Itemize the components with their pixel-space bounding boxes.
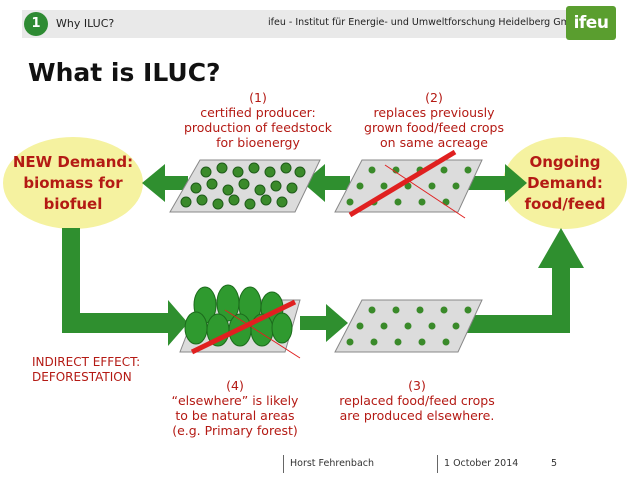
step-3-line-1: replaced food/feed crops <box>339 393 495 408</box>
indirect-effect-line-1: INDIRECT EFFECT: <box>32 355 141 369</box>
step-1-line-3: for bioenergy <box>216 135 300 150</box>
section-title: Why ILUC? <box>56 17 115 30</box>
institute-name: ifeu - Institut für Energie- und Umweltf… <box>268 17 584 28</box>
step-2-line-3: on same acreage <box>380 135 488 150</box>
cross-out-forest <box>190 299 297 355</box>
new-demand-line-3: biofuel <box>43 195 103 213</box>
ifeu-logo <box>566 6 616 40</box>
step-1-line-2: production of feedstock <box>183 120 332 135</box>
new-demand-line-2: biomass for <box>23 174 123 192</box>
footer-page-number: 5 <box>551 458 558 469</box>
slide-number-badge: 1 <box>24 12 48 36</box>
thin-cross-line-forest <box>224 309 301 359</box>
step-4-line-3: (e.g. Primary forest) <box>172 423 298 438</box>
footer-divider-2 <box>437 455 438 473</box>
step-1-number: (1) <box>249 90 267 105</box>
step-4-line-2: to be natural areas <box>175 408 295 423</box>
new-demand-line-1: NEW Demand: <box>12 153 134 171</box>
step-4-number: (4) <box>226 378 244 393</box>
arrow-new-demand-to-forest <box>62 228 188 346</box>
step-1-label: (1) certified producer: production of fe… <box>168 90 348 150</box>
page-title: What is ILUC? <box>28 58 221 87</box>
forest-trees <box>184 284 293 347</box>
step-4-label: (4) “elsewhere” is likely to be natural … <box>160 378 310 438</box>
ongoing-demand-label: Ongoing Demand: food/feed <box>503 152 627 215</box>
step-3-number: (3) <box>408 378 426 393</box>
step-2-line-2: grown food/feed crops <box>364 120 504 135</box>
ongoing-demand-line-3: food/feed <box>524 195 606 213</box>
arrow-field3-to-ongoing <box>462 228 584 333</box>
ongoing-demand-line-2: Demand: <box>527 174 603 192</box>
arrow-to-ongoing-demand <box>462 164 527 202</box>
indirect-effect-label: INDIRECT EFFECT: DEFORESTATION <box>32 355 140 385</box>
step-1-line-1: certified producer: <box>200 105 316 120</box>
logo-text: ifeu <box>573 13 609 33</box>
step-2-line-1: replaces previously <box>373 105 495 120</box>
ongoing-demand-line-1: Ongoing <box>529 153 601 171</box>
footer-divider-1 <box>283 455 284 473</box>
new-demand-oval <box>3 137 143 229</box>
ongoing-demand-oval <box>503 137 627 229</box>
step-2-number: (2) <box>425 90 443 105</box>
step-4-line-1: “elsewhere” is likely <box>171 393 299 408</box>
arrow-forest-to-field3 <box>300 304 348 342</box>
cross-out-field-2 <box>348 149 457 218</box>
footer-author: Horst Fehrenbach <box>290 458 375 469</box>
arrow-to-new-demand <box>142 164 188 202</box>
indirect-effect-line-2: DEFORESTATION <box>32 370 132 384</box>
new-demand-label: NEW Demand: biomass for biofuel <box>3 152 143 215</box>
thin-cross-line-field-2 <box>384 164 466 219</box>
crop-icons-field-3 <box>346 306 472 346</box>
crop-icons-field-1 <box>180 162 306 210</box>
step-3-label: (3) replaced food/feed crops are produce… <box>324 378 510 423</box>
header-bar <box>22 10 584 38</box>
arrow-field2-to-field1 <box>303 164 350 202</box>
step-2-label: (2) replaces previously grown food/feed … <box>345 90 523 150</box>
footer-date: 1 October 2014 <box>444 458 519 469</box>
step-3-line-2: are produced elsewhere. <box>339 408 495 423</box>
